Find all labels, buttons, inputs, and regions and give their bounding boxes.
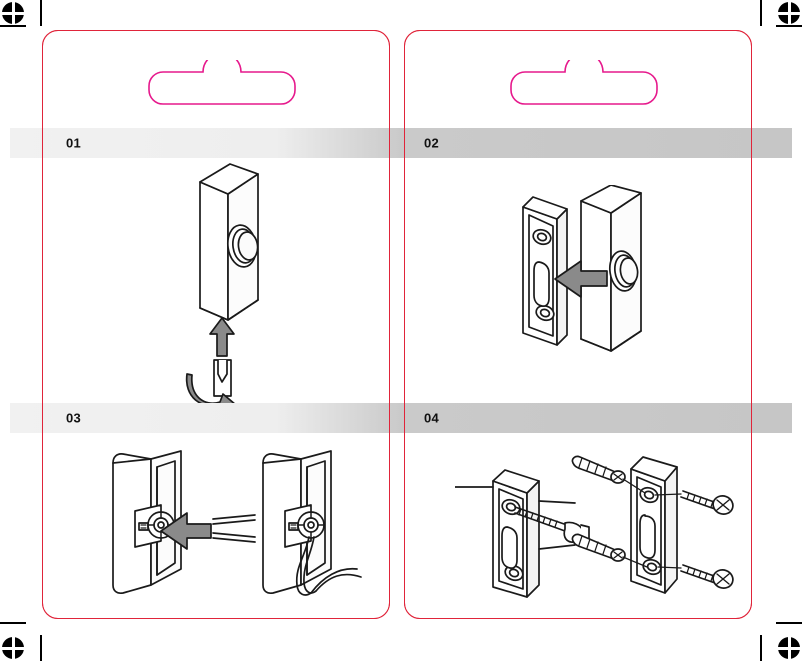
insert-arrow	[160, 512, 212, 550]
illustration-step-02	[505, 185, 675, 375]
step-number-01: 01	[66, 135, 82, 151]
crop-mark-icon	[760, 0, 762, 26]
step-number-04: 04	[424, 410, 440, 426]
registration-crosshair-icon	[777, 636, 801, 660]
step-number-03: 03	[66, 410, 82, 426]
illustration-step-04	[455, 445, 745, 610]
illustration-step-03	[95, 445, 365, 605]
step-band-row-2: 03 04	[10, 403, 792, 433]
step-band-row-1: 01 02	[10, 128, 792, 158]
registration-crosshair-icon	[1, 636, 25, 660]
crop-mark-icon	[760, 635, 762, 661]
insert-arrow	[554, 260, 608, 298]
crop-mark-icon	[776, 25, 802, 27]
crop-mark-icon	[40, 0, 42, 26]
illustration-step-01	[170, 160, 300, 405]
rotation-arrow	[185, 373, 237, 405]
crop-mark-icon	[0, 25, 26, 27]
euro-slot-hanger-hole	[147, 52, 297, 106]
crop-mark-icon	[776, 622, 802, 624]
crop-mark-icon	[0, 622, 26, 624]
registration-crosshair-icon	[777, 1, 801, 25]
euro-slot-hanger-hole	[509, 52, 659, 106]
crop-mark-icon	[40, 635, 42, 661]
registration-crosshair-icon	[1, 1, 25, 25]
up-arrow	[209, 317, 235, 357]
step-number-02: 02	[424, 135, 440, 151]
